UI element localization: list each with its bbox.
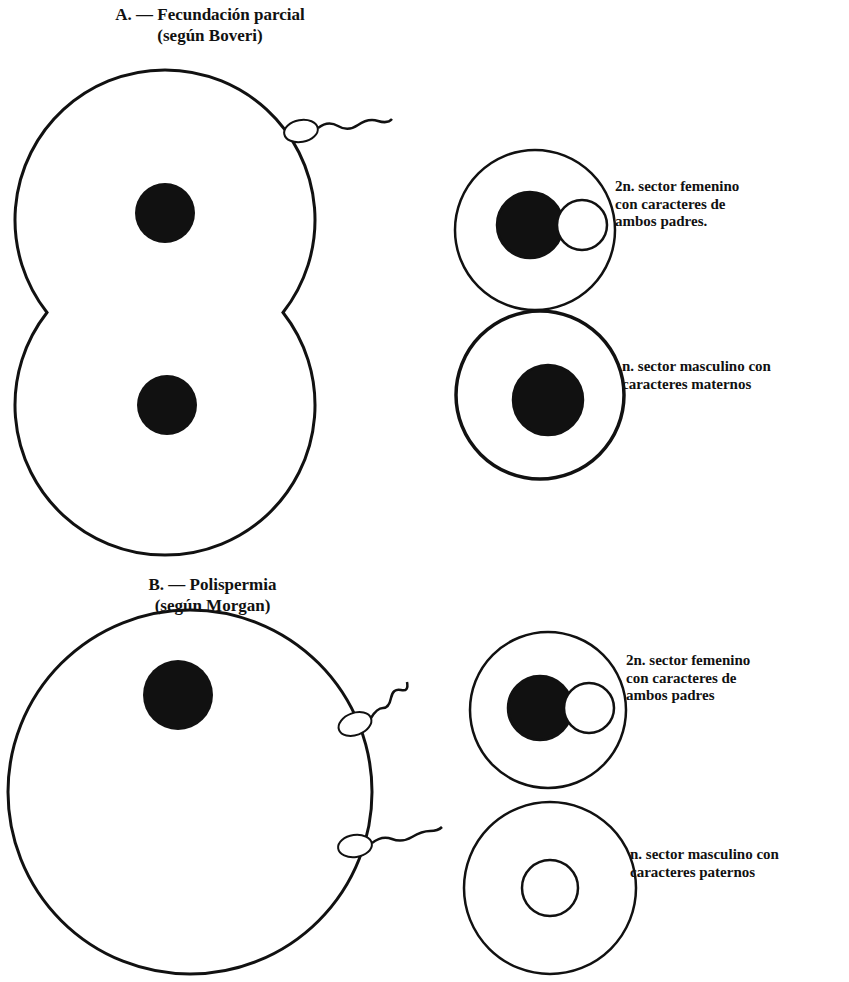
cell-outline <box>461 799 639 977</box>
cell-caption: 2n. sector femenino con caracteres de am… <box>615 178 765 231</box>
cell-circle <box>456 311 624 479</box>
cell-caption-box: 2n. sector femenino con caracteres de am… <box>626 652 776 705</box>
cell-node: 2n. sector femenino con caracteres de am… <box>467 629 629 791</box>
section-heading: B. — Polispermia (según Morgan) <box>130 574 295 617</box>
section-heading-box: B. — Polispermia (según Morgan) <box>130 574 295 617</box>
cell-circle <box>464 802 636 974</box>
sperm-tail <box>318 119 392 129</box>
dividing-egg <box>15 70 315 555</box>
sperm-head <box>335 708 374 740</box>
cell-caption-box: n. sector masculino con caracteres pater… <box>630 846 780 881</box>
cell-node: n. sector masculino con caracteres pater… <box>461 799 639 977</box>
cell-node: n. sector masculino con caracteres mater… <box>453 308 627 482</box>
nucleus <box>135 183 195 243</box>
cell-outline <box>453 308 627 482</box>
cell-caption-box: 2n. sector femenino con caracteres de am… <box>615 178 765 231</box>
sperm-head <box>282 117 319 145</box>
sperm-tail <box>372 827 442 843</box>
sperm-tail <box>371 682 407 718</box>
nucleus <box>564 683 614 733</box>
egg-cell <box>8 610 372 974</box>
cell-outline <box>452 147 618 313</box>
sperm-head <box>337 833 374 860</box>
cell-circle <box>470 632 626 788</box>
nucleus <box>497 192 563 258</box>
cell-caption: 2n. sector femenino con caracteres de am… <box>626 652 776 705</box>
nucleus <box>513 365 583 435</box>
cell-circle <box>455 150 615 310</box>
cell-outline <box>467 629 629 791</box>
nucleus <box>508 676 572 740</box>
cell-caption-box: n. sector masculino con caracteres mater… <box>622 358 772 393</box>
cell-node: 2n. sector femenino con caracteres de am… <box>452 147 618 313</box>
nucleus <box>557 200 607 250</box>
section-heading-box: A. — Fecundación parcial (según Boveri) <box>95 4 325 47</box>
section-heading: A. — Fecundación parcial (según Boveri) <box>95 4 325 47</box>
nucleus <box>137 375 197 435</box>
cell-caption: n. sector masculino con caracteres pater… <box>630 846 780 881</box>
nucleus <box>143 660 213 730</box>
cell-caption: n. sector masculino con caracteres mater… <box>622 358 772 393</box>
nucleus <box>522 860 578 916</box>
